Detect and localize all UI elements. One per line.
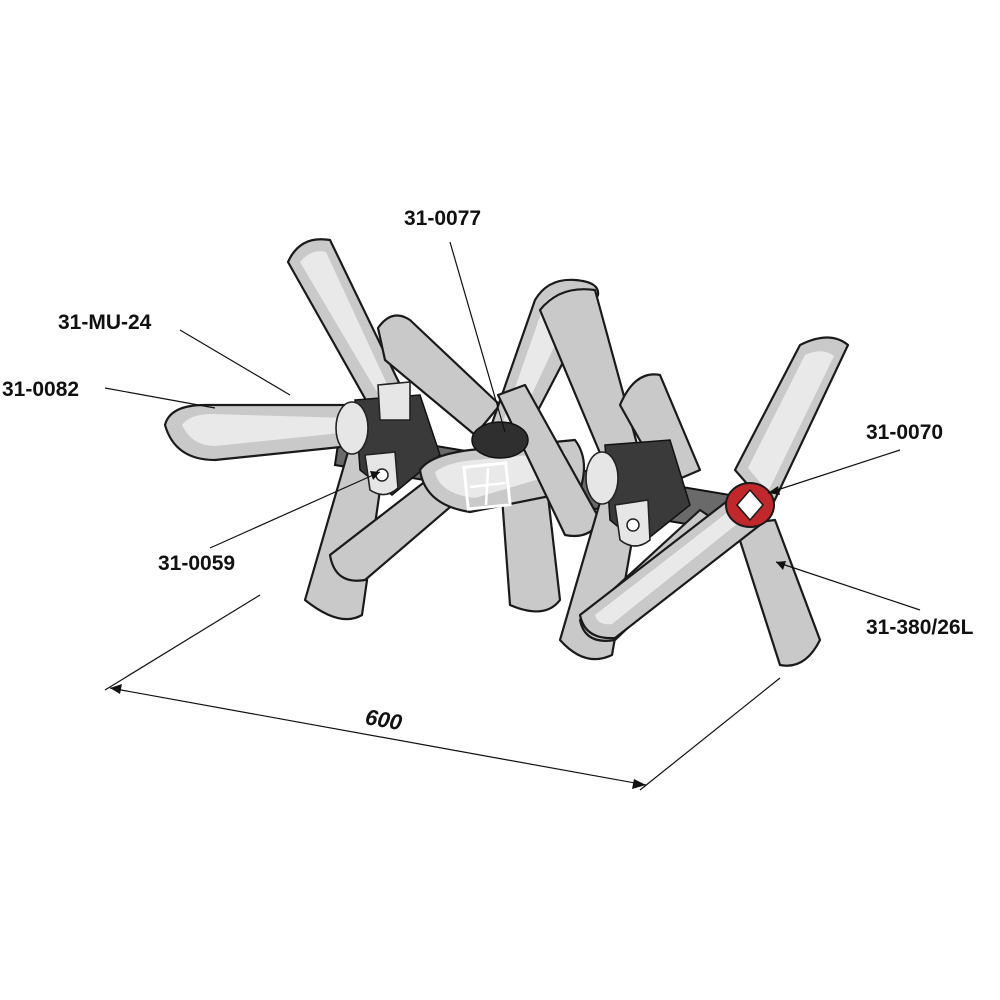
label-31-0070: 31-0070 <box>866 421 943 444</box>
label-31-0059: 31-0059 <box>158 552 235 575</box>
label-31-0077: 31-0077 <box>404 207 481 230</box>
spacer-tube-icon <box>471 421 529 459</box>
rotor-star-4 <box>578 336 850 667</box>
dimension-600: 600 <box>104 594 781 791</box>
label-31-380-26l: 31-380/26L <box>866 616 974 639</box>
square-bore-icon <box>462 461 512 511</box>
label-31-mu-24: 31-MU-24 <box>58 311 152 334</box>
leader-lines <box>104 241 921 611</box>
dimension-length: 600 <box>363 704 404 735</box>
label-31-0082: 31-0082 <box>2 378 79 401</box>
rotor-star-2 <box>418 278 602 613</box>
bearing-cap-icon <box>335 401 369 455</box>
